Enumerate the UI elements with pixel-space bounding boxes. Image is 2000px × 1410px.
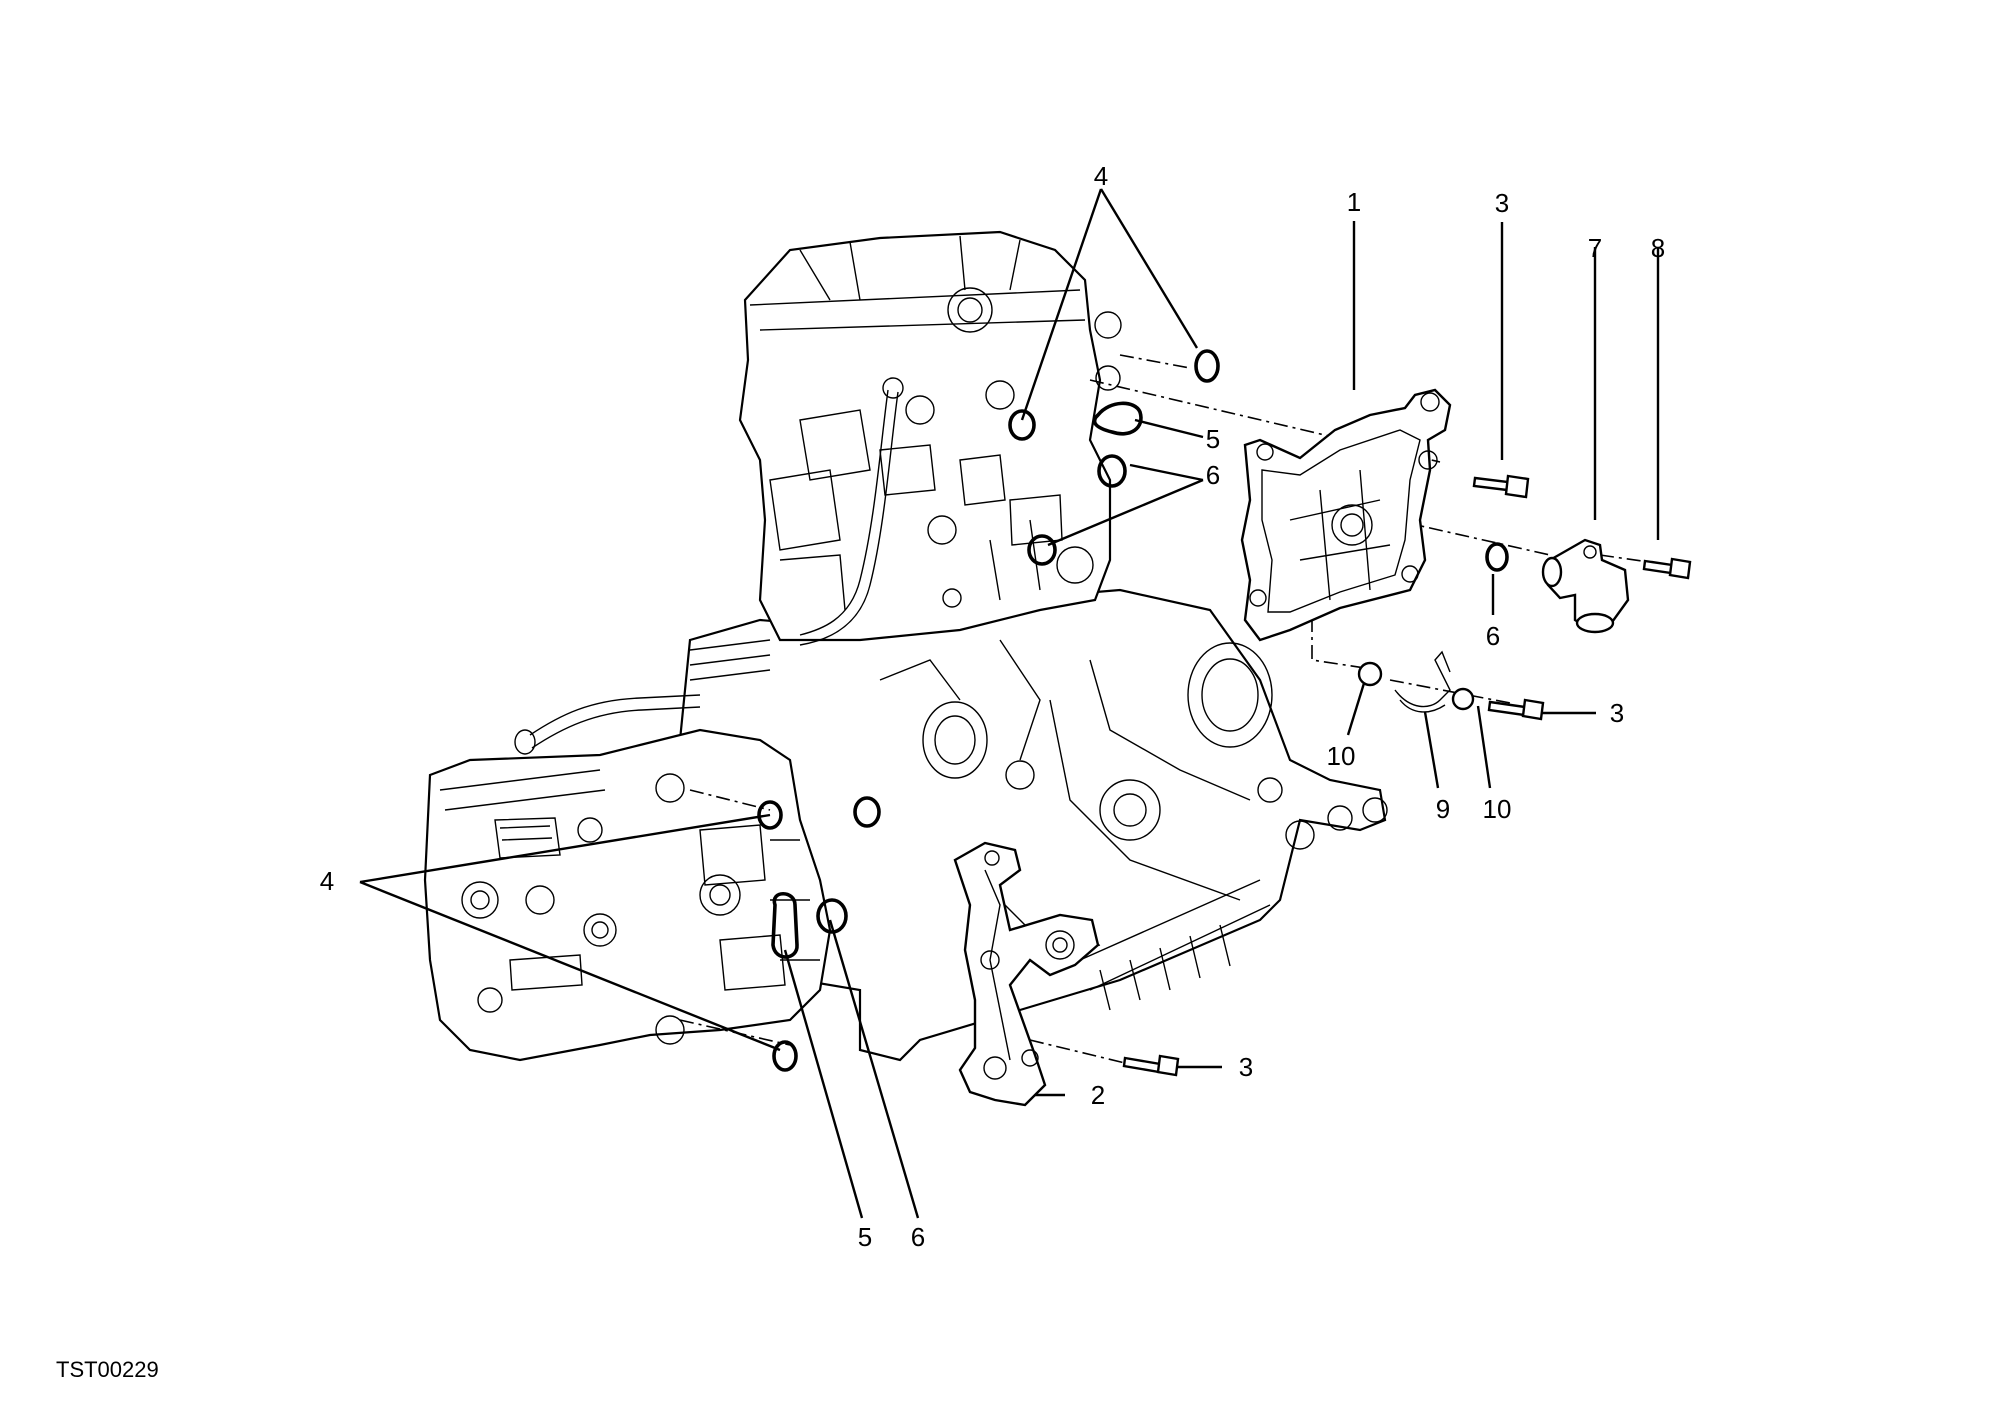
- o-ring-6-top-a: [1097, 454, 1127, 488]
- callout-5-top: 5: [1206, 424, 1220, 454]
- cover-2: [953, 841, 1100, 1107]
- seal-5-top: [1092, 401, 1143, 436]
- covers: [953, 388, 1630, 1107]
- o-ring-4-left-a: [757, 800, 783, 830]
- washer-10-right: [1451, 687, 1475, 711]
- callout-4-top: 4: [1094, 161, 1108, 191]
- o-ring-4-left-b: [853, 796, 881, 828]
- o-ring-6-bottom: [816, 898, 848, 934]
- o-ring-6-right: [1485, 542, 1509, 572]
- vertical-cylinder-head: [738, 230, 1112, 642]
- callout-4-left: 4: [320, 866, 334, 896]
- callout-9: 9: [1436, 794, 1450, 824]
- o-ring-6-top-b: [1027, 534, 1057, 566]
- callout-8: 8: [1651, 233, 1665, 263]
- screw-3-top: [1472, 474, 1530, 499]
- leader-lines: [359, 188, 1671, 1219]
- callout-10-left: 10: [1327, 741, 1356, 771]
- horizontal-cylinder-head: [423, 728, 832, 1062]
- screw-8: [1642, 557, 1692, 580]
- callout-labels: 4 1 3 7 8 5 6 6 3 10 9 10 4 3 2 5 6: [320, 161, 1665, 1252]
- callout-5-bottom: 5: [858, 1222, 872, 1252]
- callout-6-top: 6: [1206, 460, 1220, 490]
- callout-3-mid: 3: [1610, 698, 1624, 728]
- callout-3-top: 3: [1495, 188, 1509, 218]
- screw-3-mid: [1487, 698, 1545, 721]
- spring-clip-9: [1394, 650, 1451, 713]
- callout-6-right: 6: [1486, 621, 1500, 651]
- callout-10-right: 10: [1483, 794, 1512, 824]
- engine-illustration: [423, 230, 1388, 1062]
- o-ring-4-top-far: [1194, 349, 1220, 383]
- washer-10-left: [1357, 661, 1383, 687]
- seals: [757, 349, 1509, 1072]
- callout-3-bottom: 3: [1239, 1052, 1253, 1082]
- callout-6-bottom: 6: [911, 1222, 925, 1252]
- o-ring-4-top: [1008, 409, 1036, 441]
- screw-3-bottom: [1122, 1054, 1180, 1077]
- callout-2: 2: [1091, 1080, 1105, 1110]
- seal-5-bottom: [771, 891, 799, 959]
- drawing-code: TST00229: [56, 1357, 159, 1382]
- screws: [1122, 474, 1692, 1077]
- callout-7: 7: [1588, 233, 1602, 263]
- callout-1: 1: [1347, 187, 1361, 217]
- o-ring-4-left-c: [772, 1040, 798, 1072]
